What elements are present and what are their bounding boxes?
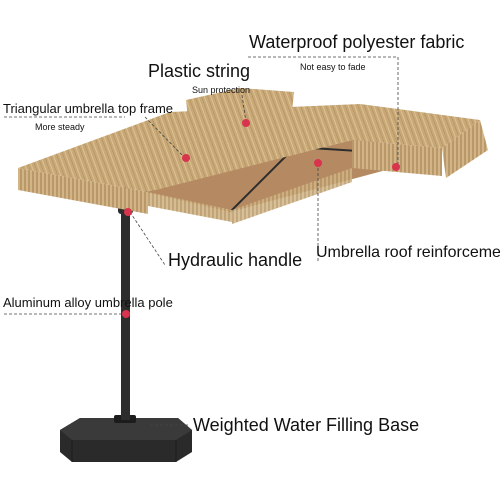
label-frame: Triangular umbrella top frame <box>3 101 174 116</box>
leader-lines <box>4 56 399 426</box>
thatch-canopy-top <box>18 104 480 192</box>
label-pole: Aluminum alloy umbrella pole <box>3 295 173 310</box>
label-fabric: Waterproof polyester fabric <box>249 32 465 52</box>
marker-string <box>242 119 250 127</box>
label-string: Plastic string <box>148 61 251 81</box>
hotspot-markers <box>122 119 400 318</box>
label-fabric-sub: Not easy to fade <box>300 62 366 72</box>
thatch-fringe-front <box>18 168 148 214</box>
label-reinforcement: Umbrella roof reinforcement <box>316 244 500 261</box>
label-string-sub: Sun protection <box>192 85 251 95</box>
marker-frame <box>182 154 190 162</box>
umbrella-pole <box>118 200 133 420</box>
marker-pole <box>122 310 130 318</box>
label-base: Weighted Water Filling Base <box>193 415 420 435</box>
marker-fabric <box>392 163 400 171</box>
label-handle: Hydraulic handle <box>168 250 303 270</box>
marker-handle <box>124 208 132 216</box>
thatch-fringe-right <box>352 140 442 176</box>
water-base <box>60 415 192 462</box>
label-frame-sub: More steady <box>35 122 85 132</box>
marker-reinforcement <box>314 159 322 167</box>
